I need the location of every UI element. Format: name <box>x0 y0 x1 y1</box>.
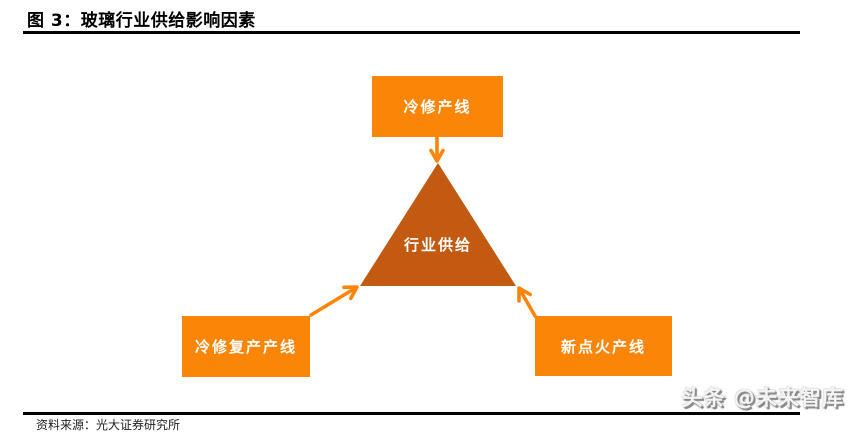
source-note: 资料来源：光大证券研究所 <box>36 418 181 432</box>
center-triangle <box>360 163 516 286</box>
arrow-top-to-center-icon <box>429 136 445 163</box>
title-divider <box>23 31 800 34</box>
arrow-bottomleft-to-center-icon <box>309 285 359 317</box>
node-newly-ignited-lines: 新点火产线 <box>535 316 672 376</box>
bottom-divider <box>23 412 800 415</box>
watermark: 头条 @未来智库 <box>681 386 844 410</box>
node-resumed-production-lines: 冷修复产产线 <box>182 316 310 377</box>
figure-title: 图 3：玻璃行业供给影响因素 <box>27 11 256 31</box>
diagram-canvas <box>309 136 537 318</box>
arrow-bottomright-to-center-icon <box>517 286 537 318</box>
node-cold-repair-lines: 冷修产线 <box>372 76 503 137</box>
